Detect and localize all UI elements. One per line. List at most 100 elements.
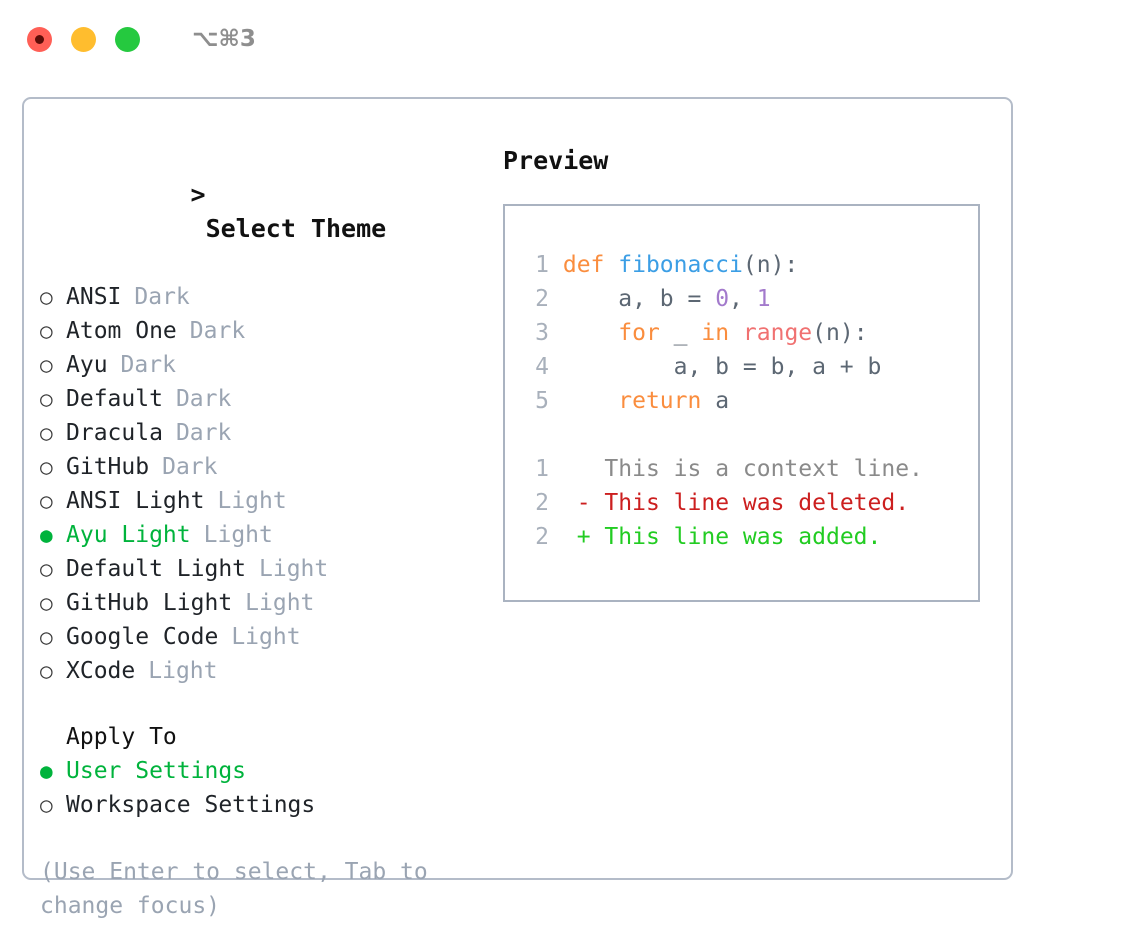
select-theme-label: Select Theme xyxy=(205,214,387,243)
theme-option-xcode[interactable]: ○ XCode Light xyxy=(40,654,489,688)
code-token-punct: (n): xyxy=(812,320,868,346)
diff-sign: - xyxy=(576,490,591,516)
radio-unselected-icon: ○ xyxy=(40,319,53,343)
diff-line-text: - This line was deleted. xyxy=(549,490,909,516)
theme-option-ayu[interactable]: ○ Ayu Dark xyxy=(40,348,489,382)
theme-option-ansi-light[interactable]: ○ ANSI Light Light xyxy=(40,484,489,518)
diff-line-deleted: 2 - This line was deleted. xyxy=(523,486,978,520)
code-token-kw: return xyxy=(618,388,702,414)
keyboard-hint-text: (Use Enter to select, Tab to change focu… xyxy=(40,859,428,919)
diff-line-text: This is a context line. xyxy=(549,456,923,482)
theme-option-label: Atom One xyxy=(66,318,177,344)
theme-option-tag: Dark xyxy=(162,454,218,480)
apply-to-option-list[interactable]: ● User Settings ○Workspace Settings xyxy=(40,754,489,822)
apply-to-option-user-settings[interactable]: ● User Settings xyxy=(40,754,489,788)
theme-option-label: Ayu xyxy=(66,352,108,378)
code-token-plain: _ xyxy=(659,320,702,346)
code-token-kw: in xyxy=(701,320,730,346)
theme-option-label: GitHub xyxy=(66,454,150,480)
code-token-builtin: range xyxy=(742,320,813,346)
preview-panel: Preview 1 def fibonacci(n):2 a, b = 0, 1… xyxy=(489,99,1011,878)
maximize-button-icon[interactable] xyxy=(115,26,140,52)
theme-option-ansi[interactable]: ○ ANSI Dark xyxy=(40,280,489,314)
theme-option-tag: Dark xyxy=(189,318,246,344)
title-bar: ⌥⌘3 xyxy=(0,0,1140,78)
window-controls xyxy=(27,26,140,52)
theme-option-tag: Light xyxy=(245,590,315,616)
diff-line-context: 1 This is a context line. xyxy=(523,452,978,486)
theme-option-atom-one[interactable]: ○ Atom One Dark xyxy=(40,314,489,348)
theme-option-github-light[interactable]: ○ GitHub Light Light xyxy=(40,586,489,620)
diff-text: This line was deleted. xyxy=(604,490,910,516)
theme-option-tag: Light xyxy=(148,658,218,684)
theme-option-label: Default xyxy=(66,386,163,412)
apply-to-section: Apply To ● User Settings ○Workspace Settin… xyxy=(40,720,489,822)
code-token-plain: a xyxy=(701,388,730,414)
code-diff-separator xyxy=(523,418,978,452)
close-button-icon[interactable] xyxy=(27,26,52,52)
radio-unselected-icon: ○ xyxy=(40,387,53,411)
code-token-plain: a, b = b, a + b xyxy=(562,354,882,380)
code-token-plain xyxy=(563,320,618,346)
preview-title: Preview xyxy=(503,146,609,175)
theme-option-label: Ayu Light xyxy=(66,522,191,548)
theme-option-tag: Dark xyxy=(120,352,176,378)
line-number: 4 xyxy=(535,354,549,380)
diff-text: This line was added. xyxy=(604,524,882,550)
radio-unselected-icon: ○ xyxy=(40,489,53,513)
theme-option-github[interactable]: ○ GitHub Dark xyxy=(40,450,489,484)
apply-to-option-label: User Settings xyxy=(66,758,247,784)
theme-option-label: XCode xyxy=(66,658,136,684)
line-number: 5 xyxy=(535,388,549,414)
line-number: 2 xyxy=(535,524,549,550)
radio-unselected-icon: ○ xyxy=(40,557,53,581)
apply-to-title: Apply To xyxy=(66,724,177,750)
select-theme-header: > Select Theme xyxy=(40,144,489,280)
diff-line-text: + This line was added. xyxy=(549,524,882,550)
minimize-button-icon[interactable] xyxy=(71,26,96,52)
code-token-punct: (n): xyxy=(742,252,799,278)
code-token-plain xyxy=(729,320,743,346)
code-token-kw: def xyxy=(562,252,619,278)
radio-unselected-icon: ○ xyxy=(40,353,53,377)
theme-option-label: ANSI Light xyxy=(66,488,205,514)
theme-option-tag: Light xyxy=(259,556,329,582)
theme-option-label: ANSI xyxy=(66,284,122,310)
theme-option-tag: Dark xyxy=(175,386,232,412)
theme-option-tag: Light xyxy=(217,488,287,514)
code-token-plain: , xyxy=(729,286,757,312)
radio-unselected-icon: ○ xyxy=(40,793,53,817)
radio-selected-icon: ● xyxy=(40,759,53,783)
code-token-plain: a, b = xyxy=(562,286,716,312)
theme-option-label: Google Code xyxy=(66,624,219,650)
select-theme-title xyxy=(191,214,206,243)
code-line: 4 a, b = b, a + b xyxy=(523,350,978,384)
caret-icon: > xyxy=(190,180,206,209)
radio-unselected-icon: ○ xyxy=(40,455,53,479)
apply-to-option-workspace-settings[interactable]: ○Workspace Settings xyxy=(40,788,489,822)
theme-option-label: GitHub Light xyxy=(66,590,233,616)
diff-sample: 1 This is a context line.2 - This line w… xyxy=(523,452,978,554)
theme-option-tag: Dark xyxy=(134,284,190,310)
keyboard-shortcut-label: ⌥⌘3 xyxy=(192,26,256,52)
code-line: 1 def fibonacci(n): xyxy=(523,248,978,282)
radio-unselected-icon: ○ xyxy=(40,285,53,309)
radio-unselected-icon: ○ xyxy=(40,591,53,615)
theme-option-label: Dracula xyxy=(66,420,163,446)
code-token-kw: for xyxy=(618,320,660,346)
code-line: 2 a, b = 0, 1 xyxy=(523,282,978,316)
radio-unselected-icon: ○ xyxy=(40,659,53,683)
theme-option-tag: Light xyxy=(231,624,301,650)
theme-option-default[interactable]: ○ Default Dark xyxy=(40,382,489,416)
line-number: 1 xyxy=(535,252,549,278)
code-token-fn: fibonacci xyxy=(618,252,743,278)
